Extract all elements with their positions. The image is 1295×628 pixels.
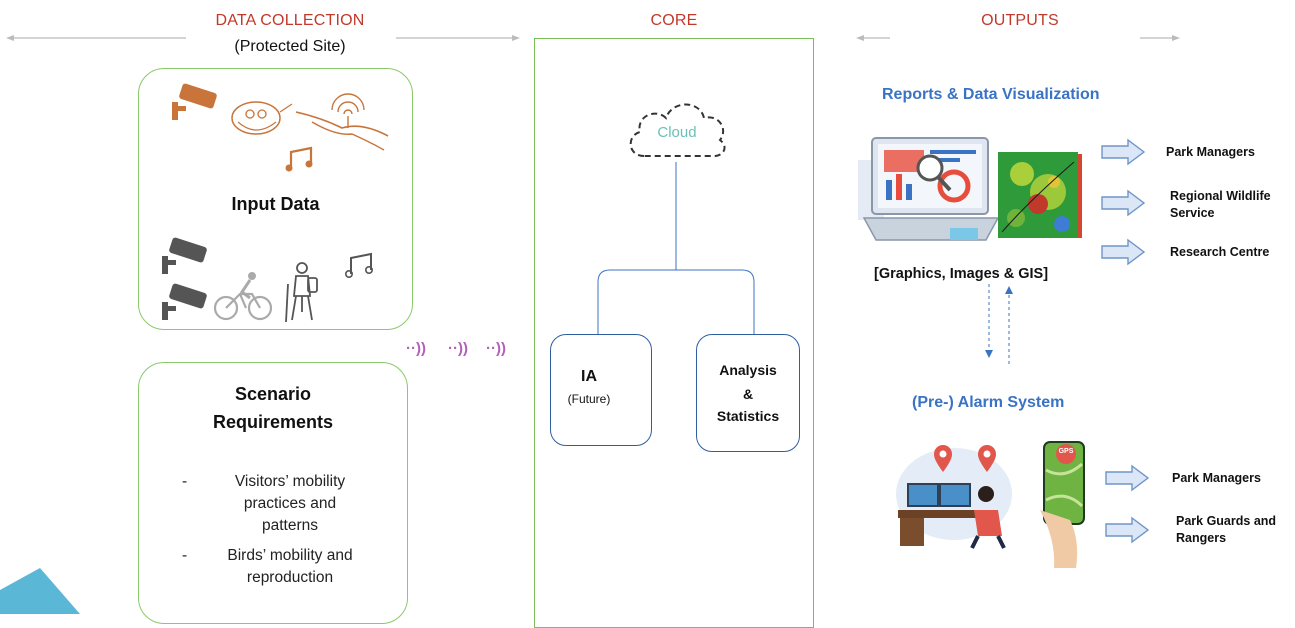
alarm-title: (Pre-) Alarm System: [912, 394, 1065, 411]
requirement-item-2-line: reproduction: [246, 569, 334, 586]
ia-title: IA: [581, 368, 597, 385]
analysis-line1: Analysis: [719, 362, 777, 378]
hiker-icon: [285, 262, 318, 323]
camera-icon: [162, 237, 207, 274]
scenario-title-line1: Scenario: [234, 384, 312, 404]
protected-site-label: (Protected Site): [234, 38, 346, 55]
music-note-icon: [285, 146, 313, 172]
requirement-dash-2: -: [182, 547, 188, 564]
input-data-title: Input Data: [231, 194, 320, 214]
requirement-item-2-line: Birds’ mobility and: [227, 547, 353, 564]
operator-icon: [896, 448, 1012, 549]
input-data-box: [138, 68, 413, 330]
core-connectors: [597, 162, 755, 334]
section-header-core: CORE: [650, 12, 698, 29]
alarm-target-park-managers: Park Managers: [1172, 471, 1261, 485]
arrow-right-icon: [1105, 464, 1150, 492]
reports-caption: [Graphics, Images & GIS]: [874, 266, 1049, 282]
section-header-data-collection: DATA COLLECTION: [215, 12, 365, 29]
gps-label: GPS: [1058, 448, 1074, 455]
requirement-item-2: Birds’ mobility and reproduction: [200, 545, 380, 589]
section-header-outputs: OUTPUTS: [981, 12, 1059, 29]
ia-subtitle: (Future): [567, 392, 611, 406]
music-note-icon: [344, 252, 373, 278]
wifi-signal-icon: ··)): [406, 340, 426, 357]
location-pin-icon: [934, 445, 952, 472]
cloud-icon: [629, 103, 726, 158]
arrow-right-icon: [1105, 516, 1150, 544]
requirement-item-1-line: Visitors’ mobility: [234, 473, 346, 490]
arrow-right-icon: [1101, 189, 1146, 217]
wifi-signal-icon: ··)): [486, 340, 506, 357]
location-pin-icon: [978, 445, 996, 472]
tracked-bird-icon: [295, 93, 389, 151]
outputs-span-arrow: [856, 35, 1180, 41]
reports-title: Reports & Data Visualization: [882, 86, 1100, 103]
analysis-statistics-box: [696, 334, 800, 452]
corner-decoration: [0, 568, 80, 614]
map-icon: [998, 152, 1082, 238]
analysis-line3: Statistics: [716, 408, 780, 424]
report-target-research-centre: Research Centre: [1170, 245, 1270, 259]
camera-icon: [172, 83, 217, 120]
data-collection-span-arrow: [6, 35, 520, 41]
report-target-regional-wildlife: Regional Wildlife Service: [1170, 189, 1271, 220]
arrow-right-icon: [1101, 238, 1146, 266]
cyclist-icon: [213, 272, 273, 321]
feedback-arrows: [985, 284, 1013, 364]
report-target-park-managers: Park Managers: [1166, 145, 1255, 159]
cloud-label: Cloud: [657, 124, 697, 141]
laptop-icon: [858, 137, 1000, 241]
scenario-title-line2: Requirements: [212, 412, 334, 432]
wifi-signal-icon: ··)): [448, 340, 468, 357]
requirement-item-1-line: patterns: [261, 517, 318, 534]
requirement-item-1-line: practices and: [243, 495, 337, 512]
analysis-line2: &: [742, 386, 754, 402]
ia-box: [550, 334, 652, 446]
camera-icon: [162, 283, 207, 320]
arrow-right-icon: [1101, 138, 1146, 166]
phone-gps-icon: [1040, 441, 1085, 568]
requirement-item-1: Visitors’ mobility practices and pattern…: [200, 471, 380, 537]
requirement-dash-1: -: [182, 473, 188, 490]
bird-icon: [231, 101, 293, 135]
alarm-target-park-guards: Park Guards and Rangers: [1176, 514, 1277, 545]
